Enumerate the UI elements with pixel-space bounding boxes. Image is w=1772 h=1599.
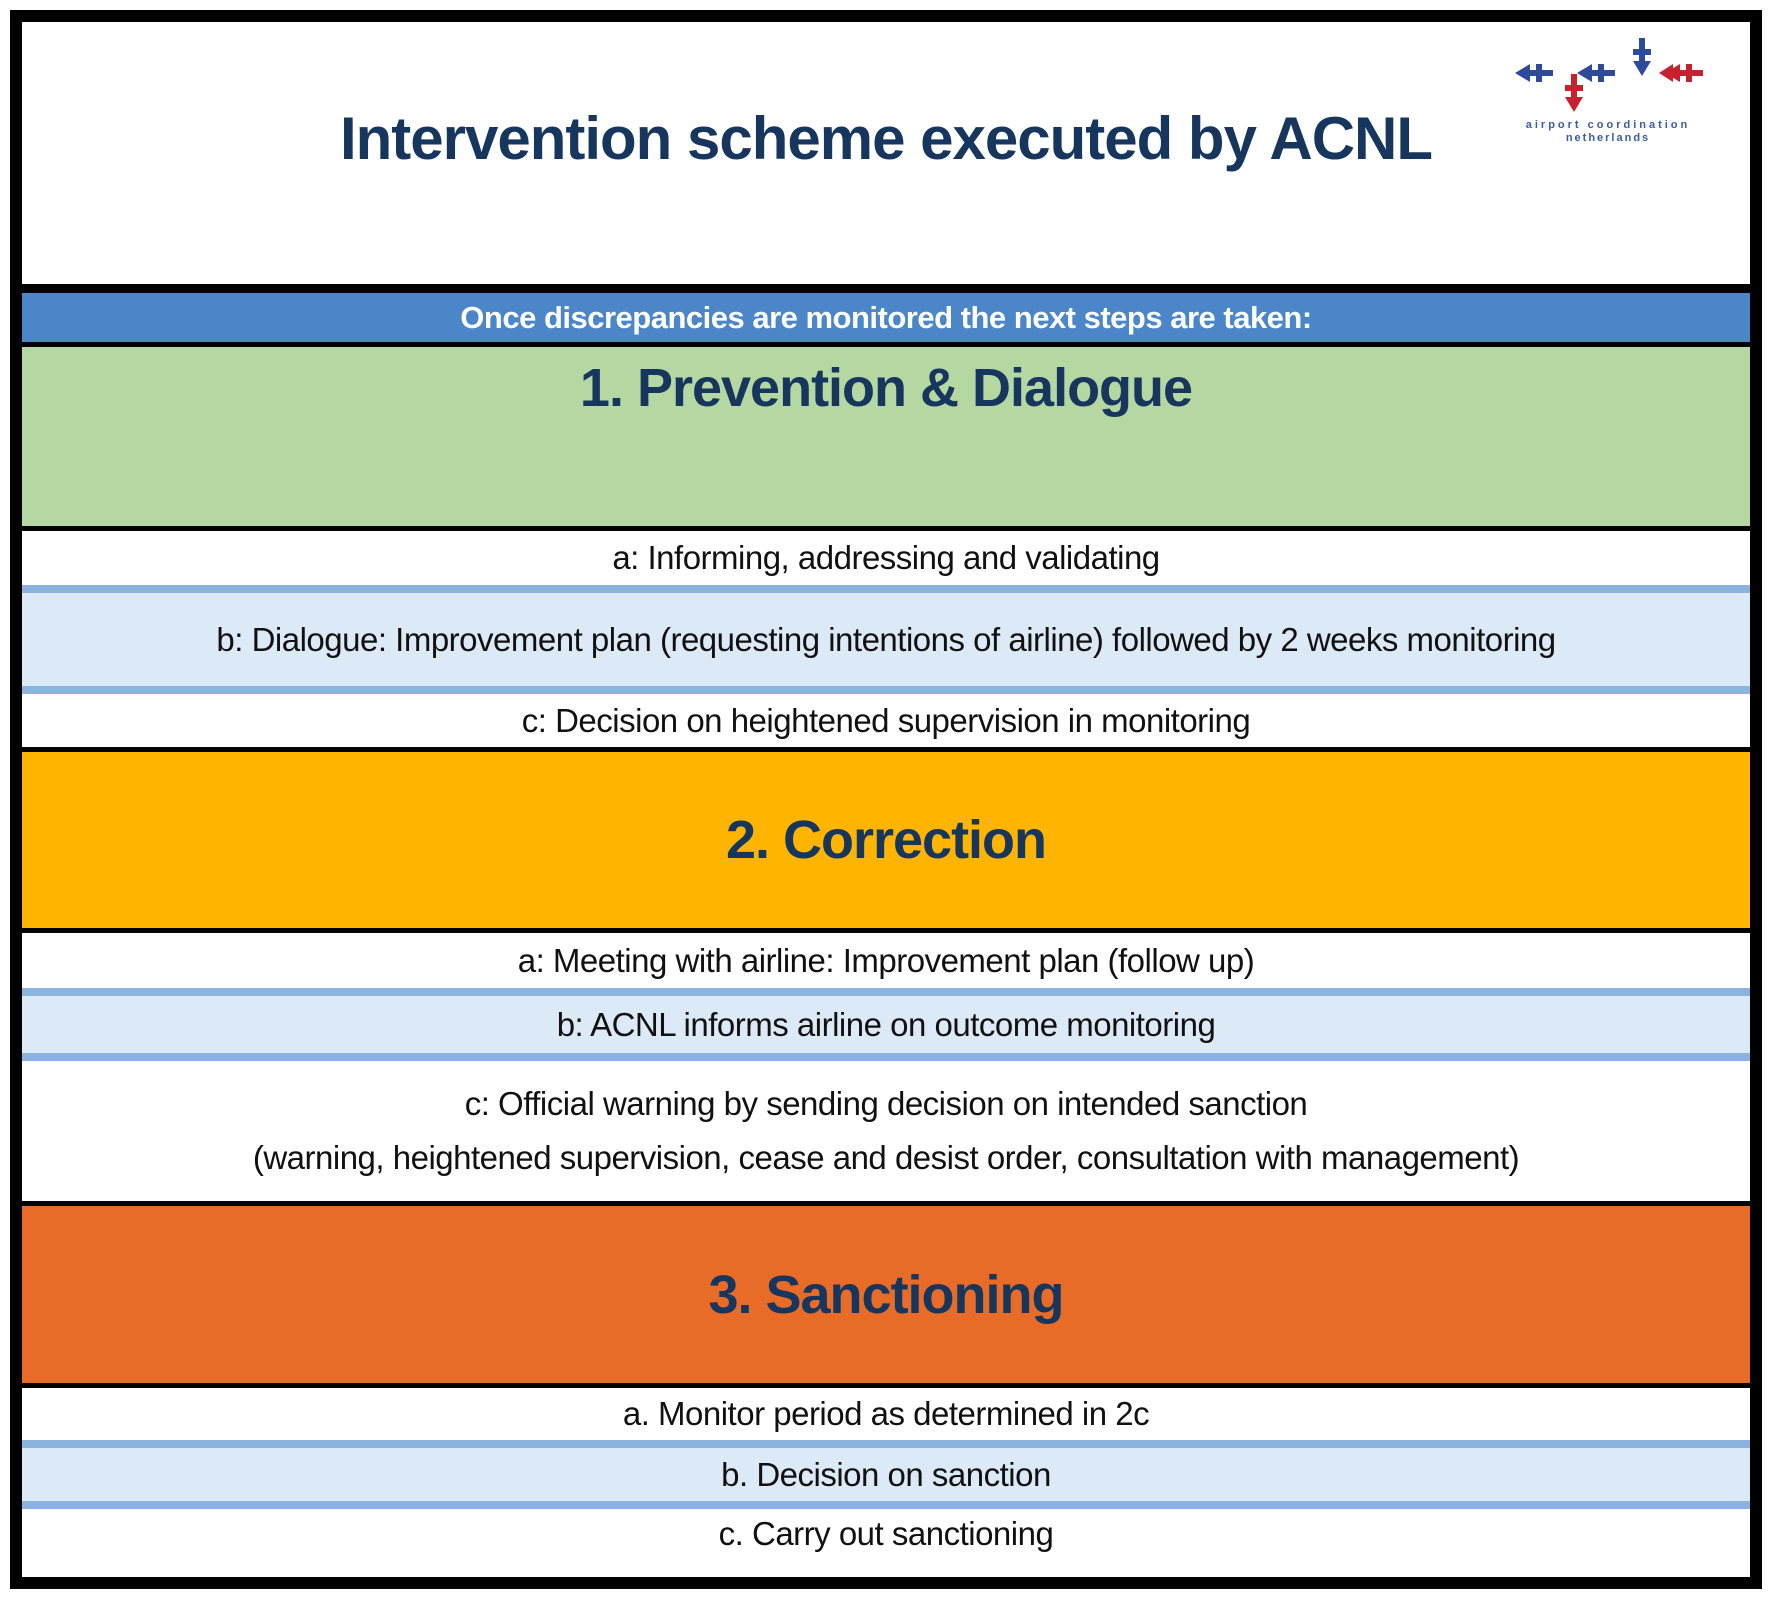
divider <box>22 747 1750 752</box>
step-3c: c. Carry out sanctioning <box>22 1509 1750 1559</box>
document-frame: Intervention scheme executed by ACNL <box>10 10 1762 1589</box>
divider <box>22 686 1750 694</box>
section-2-correction: 2. Correction <box>22 752 1750 928</box>
acnl-logo: airport coordination netherlands <box>1508 34 1708 145</box>
divider <box>22 1201 1750 1206</box>
divider <box>22 342 1750 347</box>
divider <box>22 1440 1750 1448</box>
step-3b: b. Decision on sanction <box>22 1448 1750 1501</box>
divider <box>22 928 1750 933</box>
step-2a: a: Meeting with airline: Improvement pla… <box>22 933 1750 988</box>
logo-line2: netherlands <box>1565 132 1651 144</box>
section-3-sanctioning: 3. Sanctioning <box>22 1206 1750 1383</box>
step-1a: a: Informing, addressing and validating <box>22 531 1750 585</box>
header: Intervention scheme executed by ACNL <box>22 22 1750 284</box>
divider <box>22 1501 1750 1509</box>
step-2c-line1: c: Official warning by sending decision … <box>464 1085 1308 1122</box>
divider <box>22 585 1750 593</box>
section-1-prevention-dialogue: 1. Prevention & Dialogue <box>22 347 1750 526</box>
page-title: Intervention scheme executed by ACNL <box>339 105 1433 172</box>
acnl-logo-planes-icon <box>1515 38 1703 112</box>
divider <box>22 1053 1750 1061</box>
acnl-logo-text: airport coordination netherlands <box>1508 119 1708 145</box>
step-2c: c: Official warning by sending decision … <box>22 1061 1750 1201</box>
step-2b: b: ACNL informs airline on outcome monit… <box>22 996 1750 1053</box>
divider <box>22 988 1750 996</box>
logo-line1: airport coordination <box>1525 119 1691 131</box>
step-1b: b: Dialogue: Improvement plan (requestin… <box>22 593 1750 686</box>
step-2c-line2: (warning, heightened supervision, cease … <box>252 1139 1520 1176</box>
step-3a: a. Monitor period as determined in 2c <box>22 1388 1750 1440</box>
step-1c: c: Decision on heightened supervision in… <box>22 694 1750 747</box>
divider <box>22 526 1750 531</box>
divider <box>22 284 1750 293</box>
divider <box>22 1383 1750 1388</box>
intro-bar: Once discrepancies are monitored the nex… <box>22 293 1750 342</box>
